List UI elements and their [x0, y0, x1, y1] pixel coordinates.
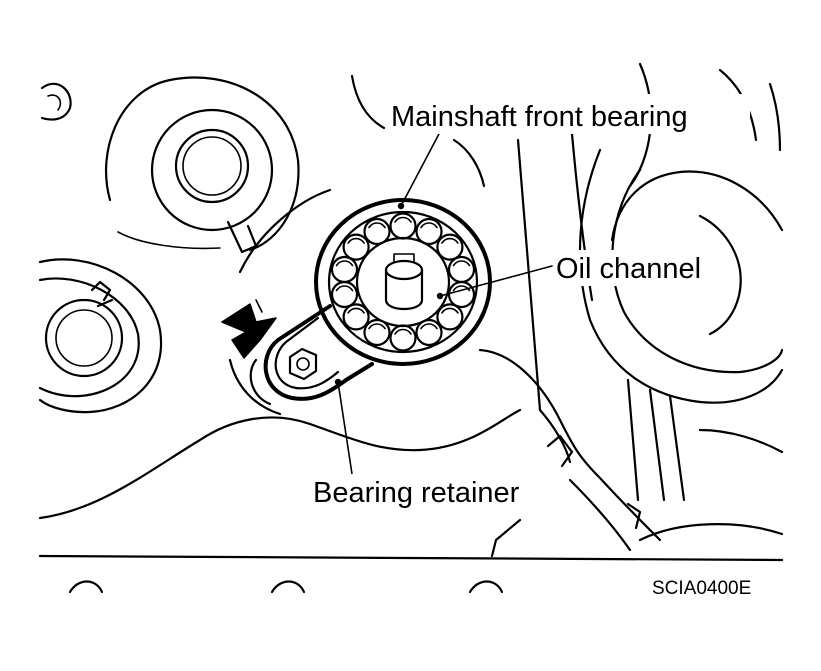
bearing-roller-highlight: [347, 237, 365, 244]
mainshaft-front-bearing-label: Mainshaft front bearing: [391, 101, 688, 133]
leader-dot: [436, 292, 444, 300]
bearing-roller-highlight: [420, 323, 438, 330]
bearing-roller-highlight: [452, 260, 471, 267]
leader-dot: [397, 202, 405, 210]
bearing-roller: [415, 318, 443, 347]
casting-contour: [38, 188, 522, 520]
bearing-roller: [363, 217, 391, 246]
bottom-flange: [38, 554, 784, 594]
bearing-roller: [389, 324, 417, 352]
right-casting: [578, 62, 784, 542]
bearing-roller-highlight: [368, 323, 386, 330]
left-boss: [38, 258, 163, 414]
bearing-roller-highlight: [368, 222, 386, 229]
pointer-arrow-icon: [221, 299, 277, 359]
oil-channel-label: Oil channel: [556, 253, 701, 285]
bearing-roller: [436, 233, 464, 261]
bearing-roller-highlight: [335, 285, 354, 292]
bearing-roller-highlight: [335, 260, 354, 267]
bearing-roller: [330, 255, 359, 284]
bearing-roller-highlight: [441, 307, 459, 314]
label-backdrop: [310, 474, 560, 510]
bearing-rollers: [330, 212, 476, 352]
oil-channel-slot: [384, 253, 424, 311]
label-backdrop: [386, 94, 750, 134]
figure-code: SCIA0400E: [652, 578, 751, 599]
bearing-retainer-label: Bearing retainer: [313, 477, 520, 509]
bearing-roller-highlight: [394, 328, 412, 335]
bearing-retainer: [249, 304, 374, 406]
bearing-roller-highlight: [441, 237, 459, 244]
bearing-roller: [447, 280, 476, 309]
upper-left-boss: [105, 76, 300, 254]
bearing-roller: [389, 212, 417, 240]
bearing-roller: [342, 233, 370, 261]
bearing-roller: [363, 318, 391, 347]
label-backdrop: [554, 250, 730, 286]
bearing-roller-highlight: [347, 307, 365, 314]
mainshaft-front-bearing: [314, 198, 492, 366]
top-left-ring: [40, 82, 72, 121]
bearing-roller: [415, 217, 443, 246]
bearing-roller-highlight: [394, 216, 412, 223]
leader-dot: [334, 378, 342, 386]
bearing-roller-highlight: [420, 222, 438, 229]
leader-lines: [334, 131, 553, 475]
bearing-roller: [436, 303, 464, 331]
bearing-roller: [342, 303, 370, 331]
